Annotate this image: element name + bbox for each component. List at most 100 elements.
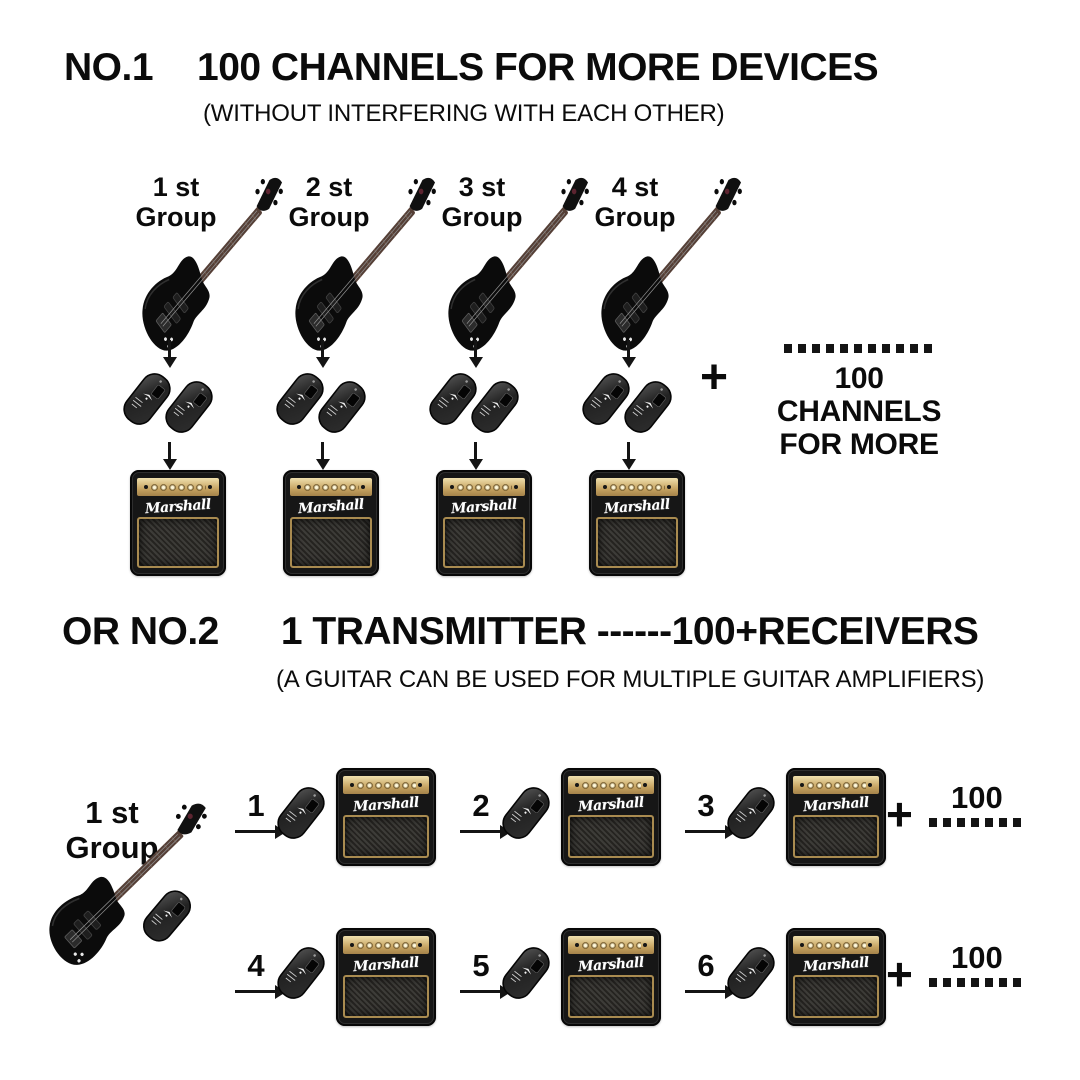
amp-grille (443, 517, 525, 568)
down-arrow-icon (168, 442, 171, 460)
group-label: 3 st Group (441, 172, 523, 233)
amp-logo: Marshall (352, 794, 420, 815)
down-arrow-icon (474, 340, 477, 358)
link-number-arrow: 5 (455, 950, 507, 993)
amp-grille (793, 975, 879, 1018)
amp-grille (343, 975, 429, 1018)
group-column-4: 4 st Group Marshall (567, 168, 747, 588)
amp-knobs (806, 780, 866, 790)
group-column-3: 3 st Group Marshall (414, 168, 594, 588)
amp-grille (793, 815, 879, 858)
link-number-arrow: 6 (680, 950, 732, 993)
section1-number: NO.1 (64, 46, 154, 89)
amp-control-panel (343, 936, 429, 954)
link-number-arrow: 1 (230, 790, 282, 833)
plus-sign: + (700, 351, 729, 404)
amp-grille (568, 975, 654, 1018)
amp-logo: Marshall (450, 496, 518, 517)
section2-title: 1 TRANSMITTER ------100+RECEIVERS (280, 610, 979, 653)
receiver-amp-unit-6: 6 Marshall (678, 928, 893, 1030)
right-arrow-icon (235, 830, 277, 833)
amp-grille (596, 517, 678, 568)
right-arrow-icon (460, 830, 502, 833)
group-label: 1 st Group (135, 172, 217, 233)
dotted-line (928, 978, 1023, 987)
marshall-amp: Marshall (561, 768, 661, 866)
marshall-amp: Marshall (336, 928, 436, 1026)
marshall-amp: Marshall (786, 768, 886, 866)
amp-logo: Marshall (802, 794, 870, 815)
marshall-amp: Marshall (561, 928, 661, 1026)
amp-grille (290, 517, 372, 568)
marshall-amp: Marshall (283, 470, 379, 576)
plus-sign: + (886, 948, 913, 1000)
amp-knobs (150, 482, 206, 492)
plus-100-note: + 100 (886, 942, 1025, 997)
group-label: 1 st Group (65, 795, 159, 865)
section1-subtitle: (WITHOUT INTERFERING WITH EACH OTHER) (203, 100, 725, 127)
amp-control-panel (137, 478, 219, 496)
amp-control-panel (596, 478, 678, 496)
down-arrow-icon (321, 442, 324, 460)
amp-logo: Marshall (297, 496, 365, 517)
amp-knobs (609, 482, 665, 492)
amp-control-panel (793, 936, 879, 954)
group-column-2: 2 st Group Marshall (261, 168, 441, 588)
amp-knobs (356, 780, 416, 790)
marshall-amp: Marshall (436, 470, 532, 576)
marshall-amp: Marshall (130, 470, 226, 576)
down-arrow-icon (474, 442, 477, 460)
link-number-arrow: 3 (680, 790, 732, 833)
amp-logo: Marshall (577, 794, 645, 815)
amp-knobs (581, 940, 641, 950)
plus-100-note: + 100 (886, 782, 1025, 837)
section2-subtitle: (A GUITAR CAN BE USED FOR MULTIPLE GUITA… (276, 666, 985, 693)
section1-header: NO.1 100 CHANNELS FOR MORE DEVICES (64, 46, 879, 90)
receiver-amp-unit-5: 5 Marshall (453, 928, 668, 1030)
amp-logo: Marshall (144, 496, 212, 517)
bass-guitar-icon (593, 174, 743, 354)
dotted-line (784, 344, 935, 353)
amp-knobs (806, 940, 866, 950)
marshall-amp: Marshall (786, 928, 886, 1026)
amp-control-panel (568, 776, 654, 794)
amp-control-panel (793, 776, 879, 794)
down-arrow-icon (321, 340, 324, 358)
link-number-arrow: 2 (455, 790, 507, 833)
section2-number: OR NO.2 (62, 610, 219, 653)
amp-grille (343, 815, 429, 858)
more-channels-note: + 100 CHANNELS FOR MORE (700, 334, 966, 461)
right-arrow-icon (460, 990, 502, 993)
down-arrow-icon (627, 340, 630, 358)
amp-logo: Marshall (352, 954, 420, 975)
down-arrow-icon (168, 340, 171, 358)
transmitter-receiver-pair (423, 364, 544, 448)
section1-title: 100 CHANNELS FOR MORE DEVICES (197, 46, 879, 89)
amp-control-panel (568, 936, 654, 954)
amp-knobs (356, 940, 416, 950)
more-count: 100 (951, 940, 1003, 975)
amp-logo: Marshall (577, 954, 645, 975)
down-arrow-icon (627, 442, 630, 460)
amp-knobs (456, 482, 512, 492)
marshall-amp: Marshall (589, 470, 685, 576)
right-arrow-icon (685, 830, 727, 833)
amp-knobs (303, 482, 359, 492)
more-count: 100 (951, 780, 1003, 815)
amp-control-panel (443, 478, 525, 496)
right-arrow-icon (235, 990, 277, 993)
section2-header: OR NO.2 1 TRANSMITTER ------100+RECEIVER… (62, 610, 979, 654)
receiver-amp-unit-3: 3 Marshall (678, 768, 893, 870)
dotted-line (928, 818, 1023, 827)
amp-grille (568, 815, 654, 858)
amp-control-panel (343, 776, 429, 794)
right-arrow-icon (685, 990, 727, 993)
amp-logo: Marshall (802, 954, 870, 975)
group-column-1: 1 st Group Marshall (108, 168, 288, 588)
transmitter-receiver-pair (270, 364, 391, 448)
amp-logo: Marshall (603, 496, 671, 517)
group-label: 2 st Group (288, 172, 370, 233)
receiver-amp-unit-1: 1 Marshall (228, 768, 443, 870)
more-channels-line1: 100 CHANNELS (776, 362, 942, 428)
marshall-amp: Marshall (336, 768, 436, 866)
